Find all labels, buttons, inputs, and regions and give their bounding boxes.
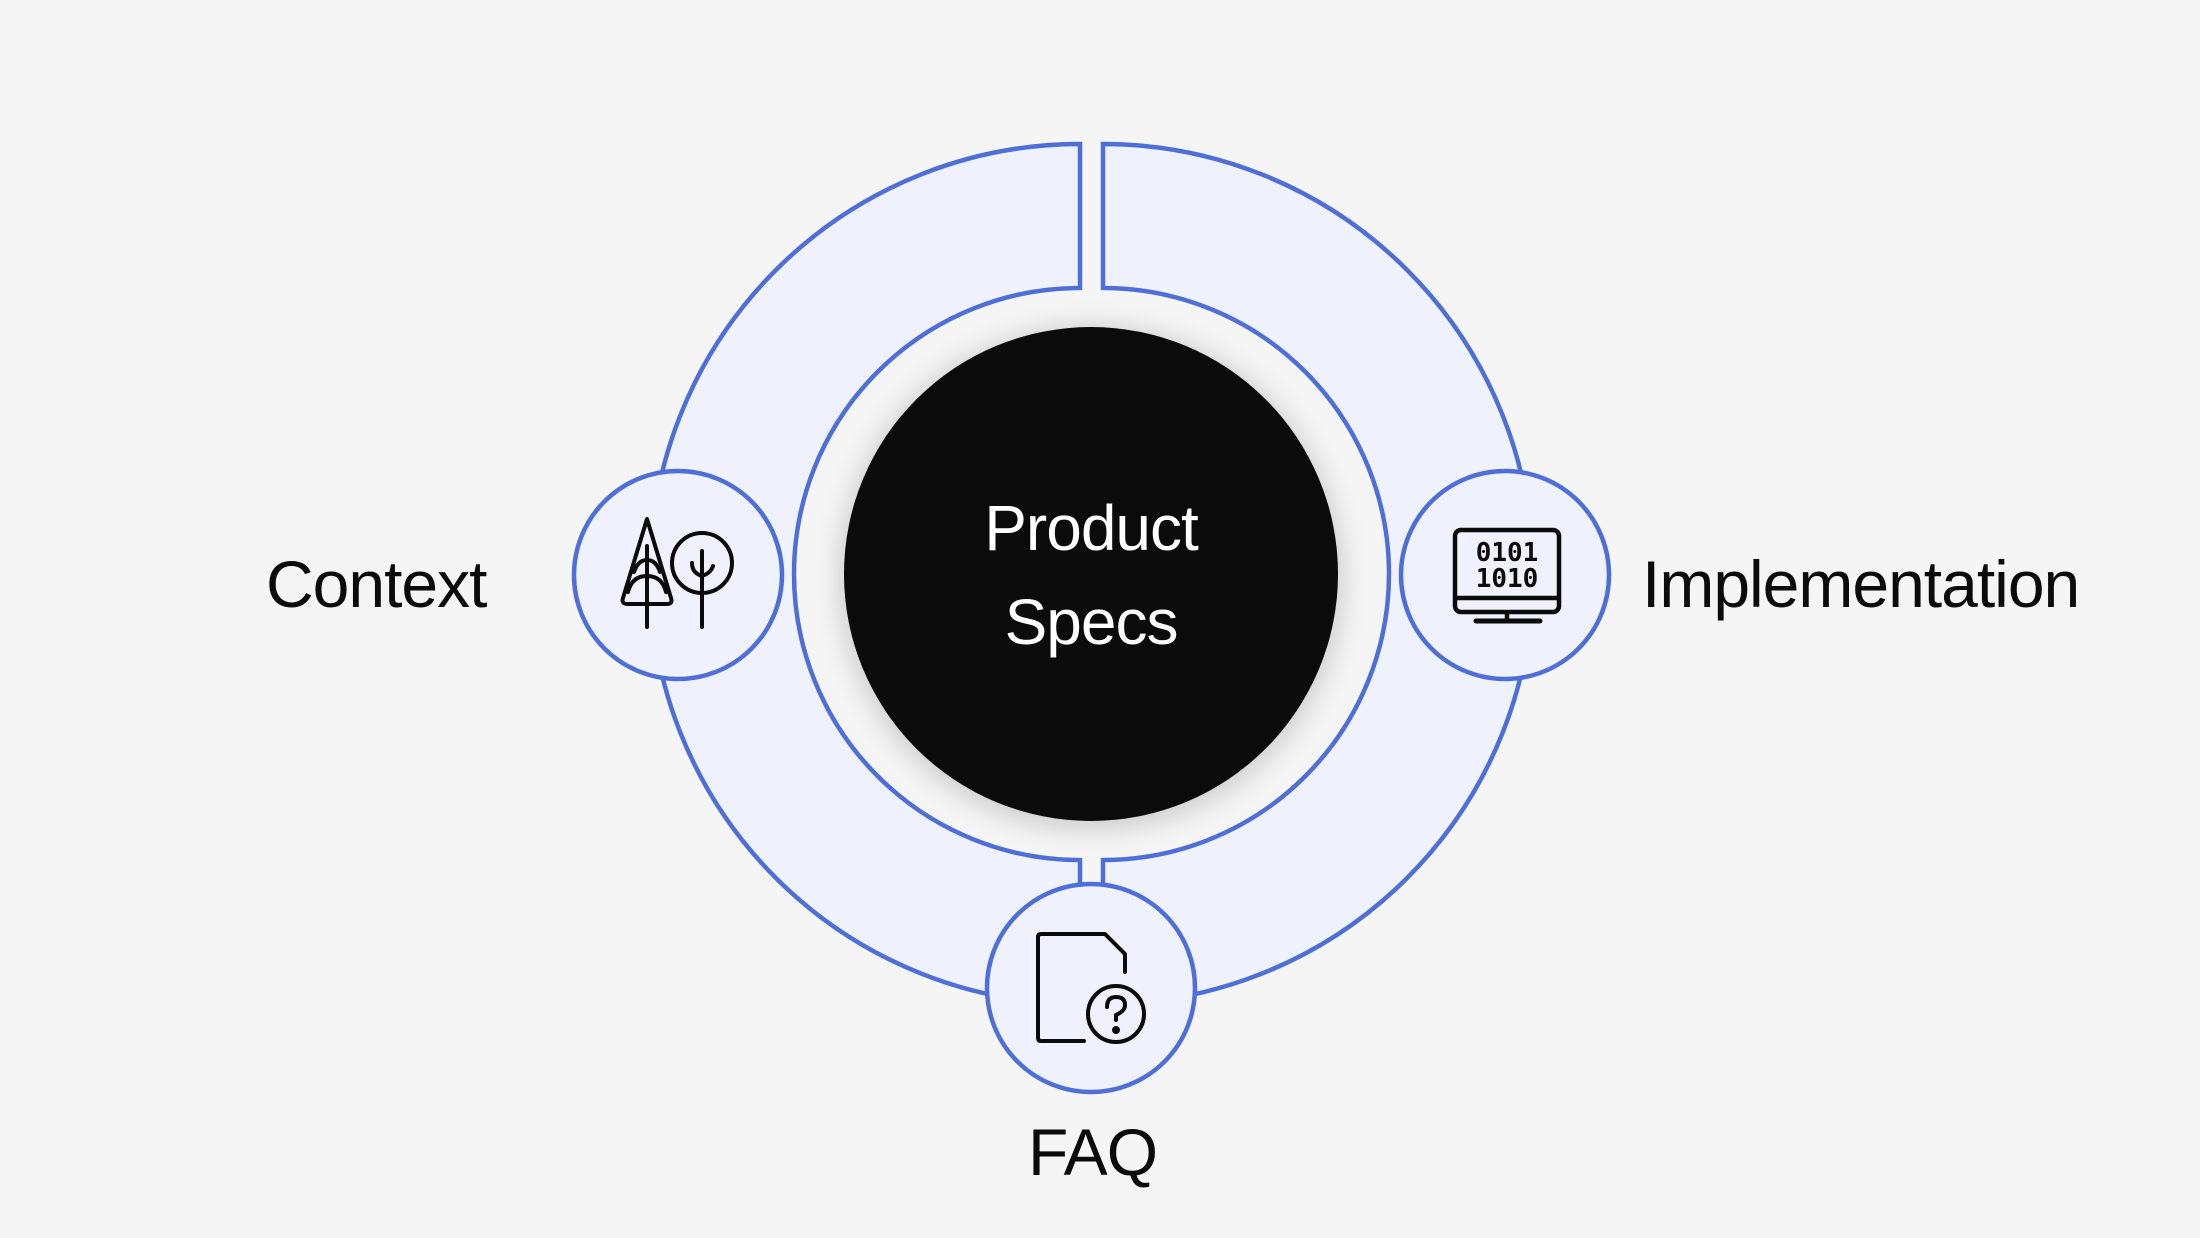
node-implementation[interactable]: 0101 1010 <box>1398 468 1612 682</box>
node-context[interactable] <box>571 468 785 682</box>
node-context-circle <box>571 468 785 682</box>
label-faq: FAQ <box>1028 1115 1158 1189</box>
hub-title-line-2: Specs <box>1004 586 1179 658</box>
label-context: Context <box>266 547 487 621</box>
hub-circle <box>844 327 1338 821</box>
document-question-icon <box>1036 932 1146 1044</box>
binary-row-1: 0101 <box>1476 538 1539 568</box>
binary-monitor-icon: 0101 1010 <box>1452 527 1562 624</box>
trees-icon <box>620 517 734 629</box>
node-implementation-circle <box>1398 468 1612 682</box>
hub-title-line-1: Product <box>984 492 1199 564</box>
node-faq[interactable] <box>984 881 1198 1095</box>
label-implementation: Implementation <box>1642 547 2080 621</box>
binary-row-2: 1010 <box>1476 564 1539 594</box>
node-faq-circle <box>984 881 1198 1095</box>
